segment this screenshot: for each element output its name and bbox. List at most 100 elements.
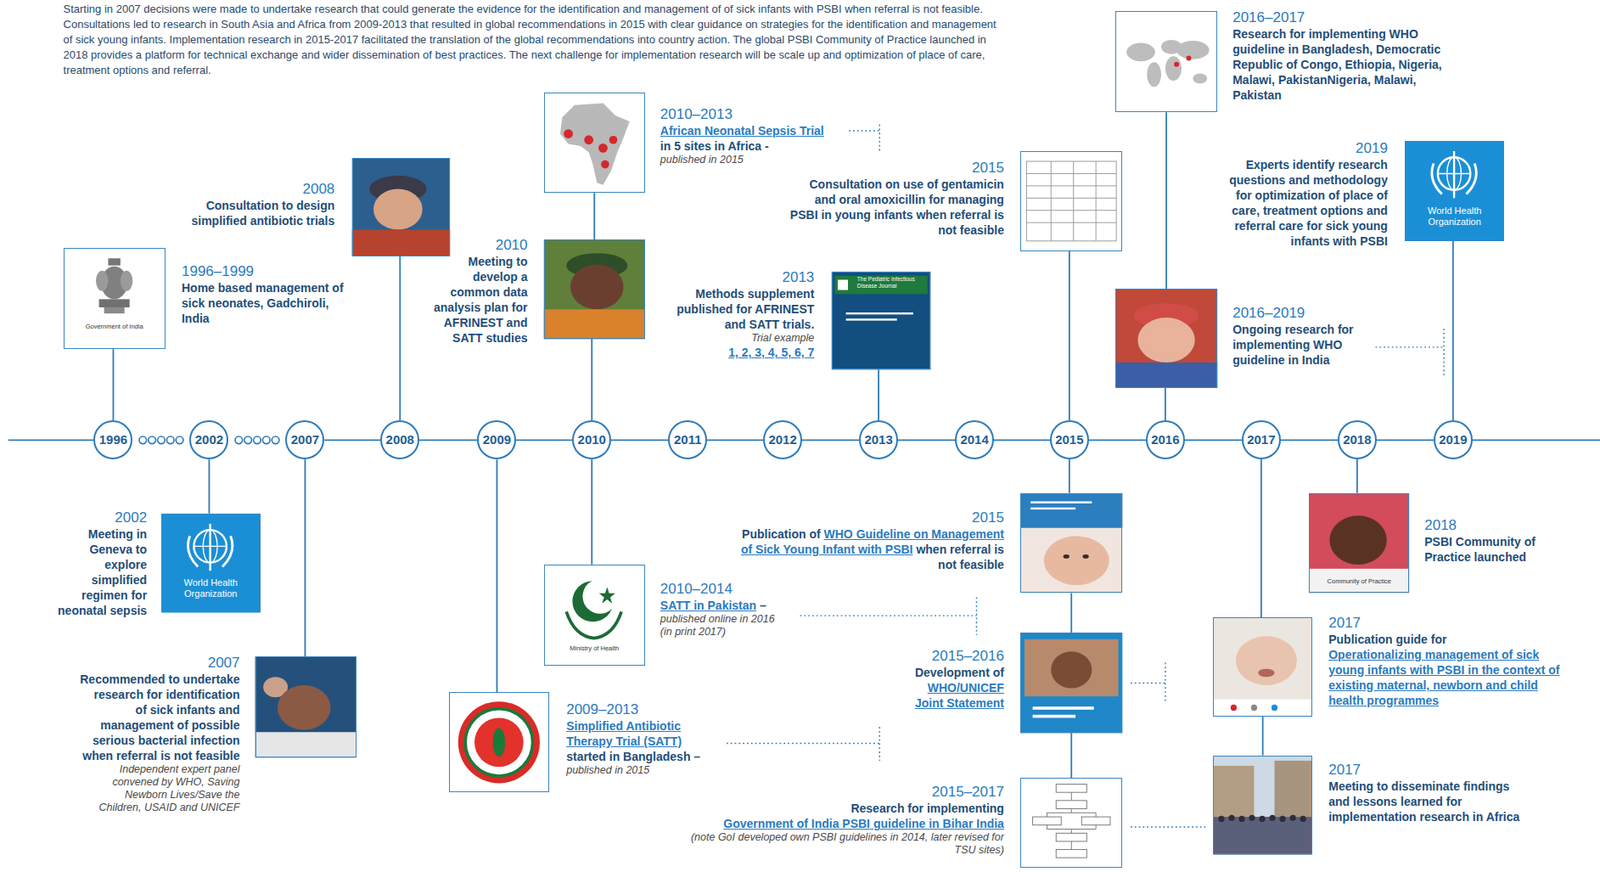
note-text: Independent expert panel convened by WHO… xyxy=(79,763,241,815)
event-text-column: 2010Meeting to develop a common data ana… xyxy=(425,236,528,346)
year-label: 2002 xyxy=(195,432,224,447)
who-logo xyxy=(1453,151,1455,198)
link-text: Government of India PSBI guideline in Bi… xyxy=(667,815,1005,831)
timeline-event: 2009–2013Simplified Antibiotic Therapy T… xyxy=(449,691,718,792)
newborn-photo xyxy=(1115,288,1218,388)
world-map xyxy=(1146,61,1162,87)
timeline-connector xyxy=(1452,241,1455,421)
year-label: 2010 xyxy=(578,432,607,447)
meeting-photo xyxy=(1280,815,1286,822)
timeline-connector xyxy=(208,459,211,514)
year-circle: 2015 xyxy=(1049,420,1090,460)
axis-dots xyxy=(271,436,280,444)
newborn-photo xyxy=(1251,704,1258,711)
event-text: Experts identify research questions and … xyxy=(1219,157,1388,249)
event-text-column: 2007Recommended to undertake research fo… xyxy=(79,654,241,815)
guideline-cover xyxy=(1063,554,1070,559)
table-figure xyxy=(1026,209,1117,211)
year-label: 2018 xyxy=(1342,432,1371,447)
guideline-cover xyxy=(1020,493,1123,594)
event-text-column: 2017Meeting to disseminate findings and … xyxy=(1328,761,1533,825)
journal-title: The Pediatric Infectious Disease Journal xyxy=(857,275,929,290)
timeline-event: 2015–2016Development ofWHO/UNICEF Joint … xyxy=(897,632,1123,733)
axis-dots xyxy=(157,436,166,444)
flow-chart xyxy=(1032,816,1062,826)
bangladesh-emblem xyxy=(449,691,550,792)
dotted-leader xyxy=(1130,662,1166,702)
event-date: 2015–2016 xyxy=(897,647,1005,665)
emblem-caption: Ministry of Health xyxy=(545,644,643,652)
africa-map xyxy=(560,102,630,185)
year-circle: 2011 xyxy=(668,420,708,460)
who-logo xyxy=(1404,140,1505,242)
bangladesh-emblem xyxy=(458,701,540,783)
event-date: 2007 xyxy=(79,654,241,672)
meeting-photo xyxy=(1248,814,1255,821)
year-label: 2009 xyxy=(482,432,511,447)
note-text: Trial example xyxy=(661,331,815,345)
event-date: 1996–1999 xyxy=(181,263,355,281)
who-logo xyxy=(208,523,211,571)
africa-map xyxy=(544,92,646,193)
event-text-column: 2013Methods supplement published for AFR… xyxy=(661,269,815,360)
event-text: PSBI Community of Practice launched xyxy=(1424,533,1562,565)
timeline-connector xyxy=(398,256,401,421)
event-text: – xyxy=(759,598,767,612)
event-text: Meeting to develop a common data analysi… xyxy=(425,253,528,346)
guideline-cover xyxy=(1020,493,1123,528)
year-circle: 2019 xyxy=(1433,420,1473,460)
axis-dots xyxy=(139,436,147,444)
event-text: Research for implementing xyxy=(667,800,1005,816)
dotted-leader xyxy=(1375,328,1445,378)
world-map xyxy=(1126,39,1209,87)
event-text: Publication of xyxy=(741,527,821,541)
pakistan-emblem xyxy=(599,586,616,603)
newborn-photo xyxy=(255,731,357,758)
year-label: 2011 xyxy=(673,432,702,447)
world-map xyxy=(1176,40,1209,60)
year-circle: 2012 xyxy=(763,420,803,460)
event-text-column: 2009–2013Simplified Antibiotic Therapy T… xyxy=(566,701,718,777)
flow-chart xyxy=(1020,777,1123,868)
photo-caption: Community of Practice xyxy=(1311,577,1408,585)
india-emblem xyxy=(104,307,125,314)
meeting-photo xyxy=(1274,760,1313,817)
event-date: 2018 xyxy=(1424,516,1562,534)
pakistan-emblem xyxy=(544,564,646,666)
newborn-photo xyxy=(544,308,646,339)
newborn-photo xyxy=(352,157,450,256)
newborn-photo xyxy=(1235,635,1297,685)
event-date: 2010–2014 xyxy=(660,580,788,598)
dotted-leader xyxy=(726,726,880,761)
event-date: 2010 xyxy=(425,236,528,254)
event-text-column: 2002Meeting in Geneva to explore simplif… xyxy=(53,509,148,618)
world-map xyxy=(1186,56,1192,62)
event-text-column: 2016–2017Research for implementing WHO g… xyxy=(1232,9,1447,103)
newborn-photo xyxy=(1271,704,1278,711)
axis-dots xyxy=(262,436,270,444)
note-text: published in 2015 xyxy=(660,153,844,167)
event-date: 2008 xyxy=(171,180,335,198)
table-figure xyxy=(1026,197,1117,199)
journal-cover xyxy=(837,280,848,291)
link-text: Operationalizing management of sick youn… xyxy=(1328,646,1561,708)
joint-statement-cover xyxy=(1024,639,1119,697)
dotted-leader xyxy=(1130,825,1207,827)
newborn-photo xyxy=(544,240,646,340)
bangladesh-emblem xyxy=(449,691,550,792)
image-frame xyxy=(544,92,646,193)
image-frame xyxy=(352,157,450,256)
meeting-photo xyxy=(1212,816,1313,854)
logo-text: World Health Organization xyxy=(1407,205,1503,228)
joint-statement-cover xyxy=(1032,714,1076,719)
event-text: Home based management of sick neonates, … xyxy=(181,280,355,326)
image-frame xyxy=(544,239,646,339)
table-figure xyxy=(1072,161,1074,242)
year-label: 2008 xyxy=(386,432,415,447)
event-text: Meeting in Geneva to explore simplified … xyxy=(53,526,148,618)
joint-statement-cover xyxy=(1020,633,1123,734)
image-frame xyxy=(1115,11,1218,113)
africa-map xyxy=(598,143,608,153)
axis-dots xyxy=(166,436,175,444)
year-circle: 2010 xyxy=(572,420,612,460)
